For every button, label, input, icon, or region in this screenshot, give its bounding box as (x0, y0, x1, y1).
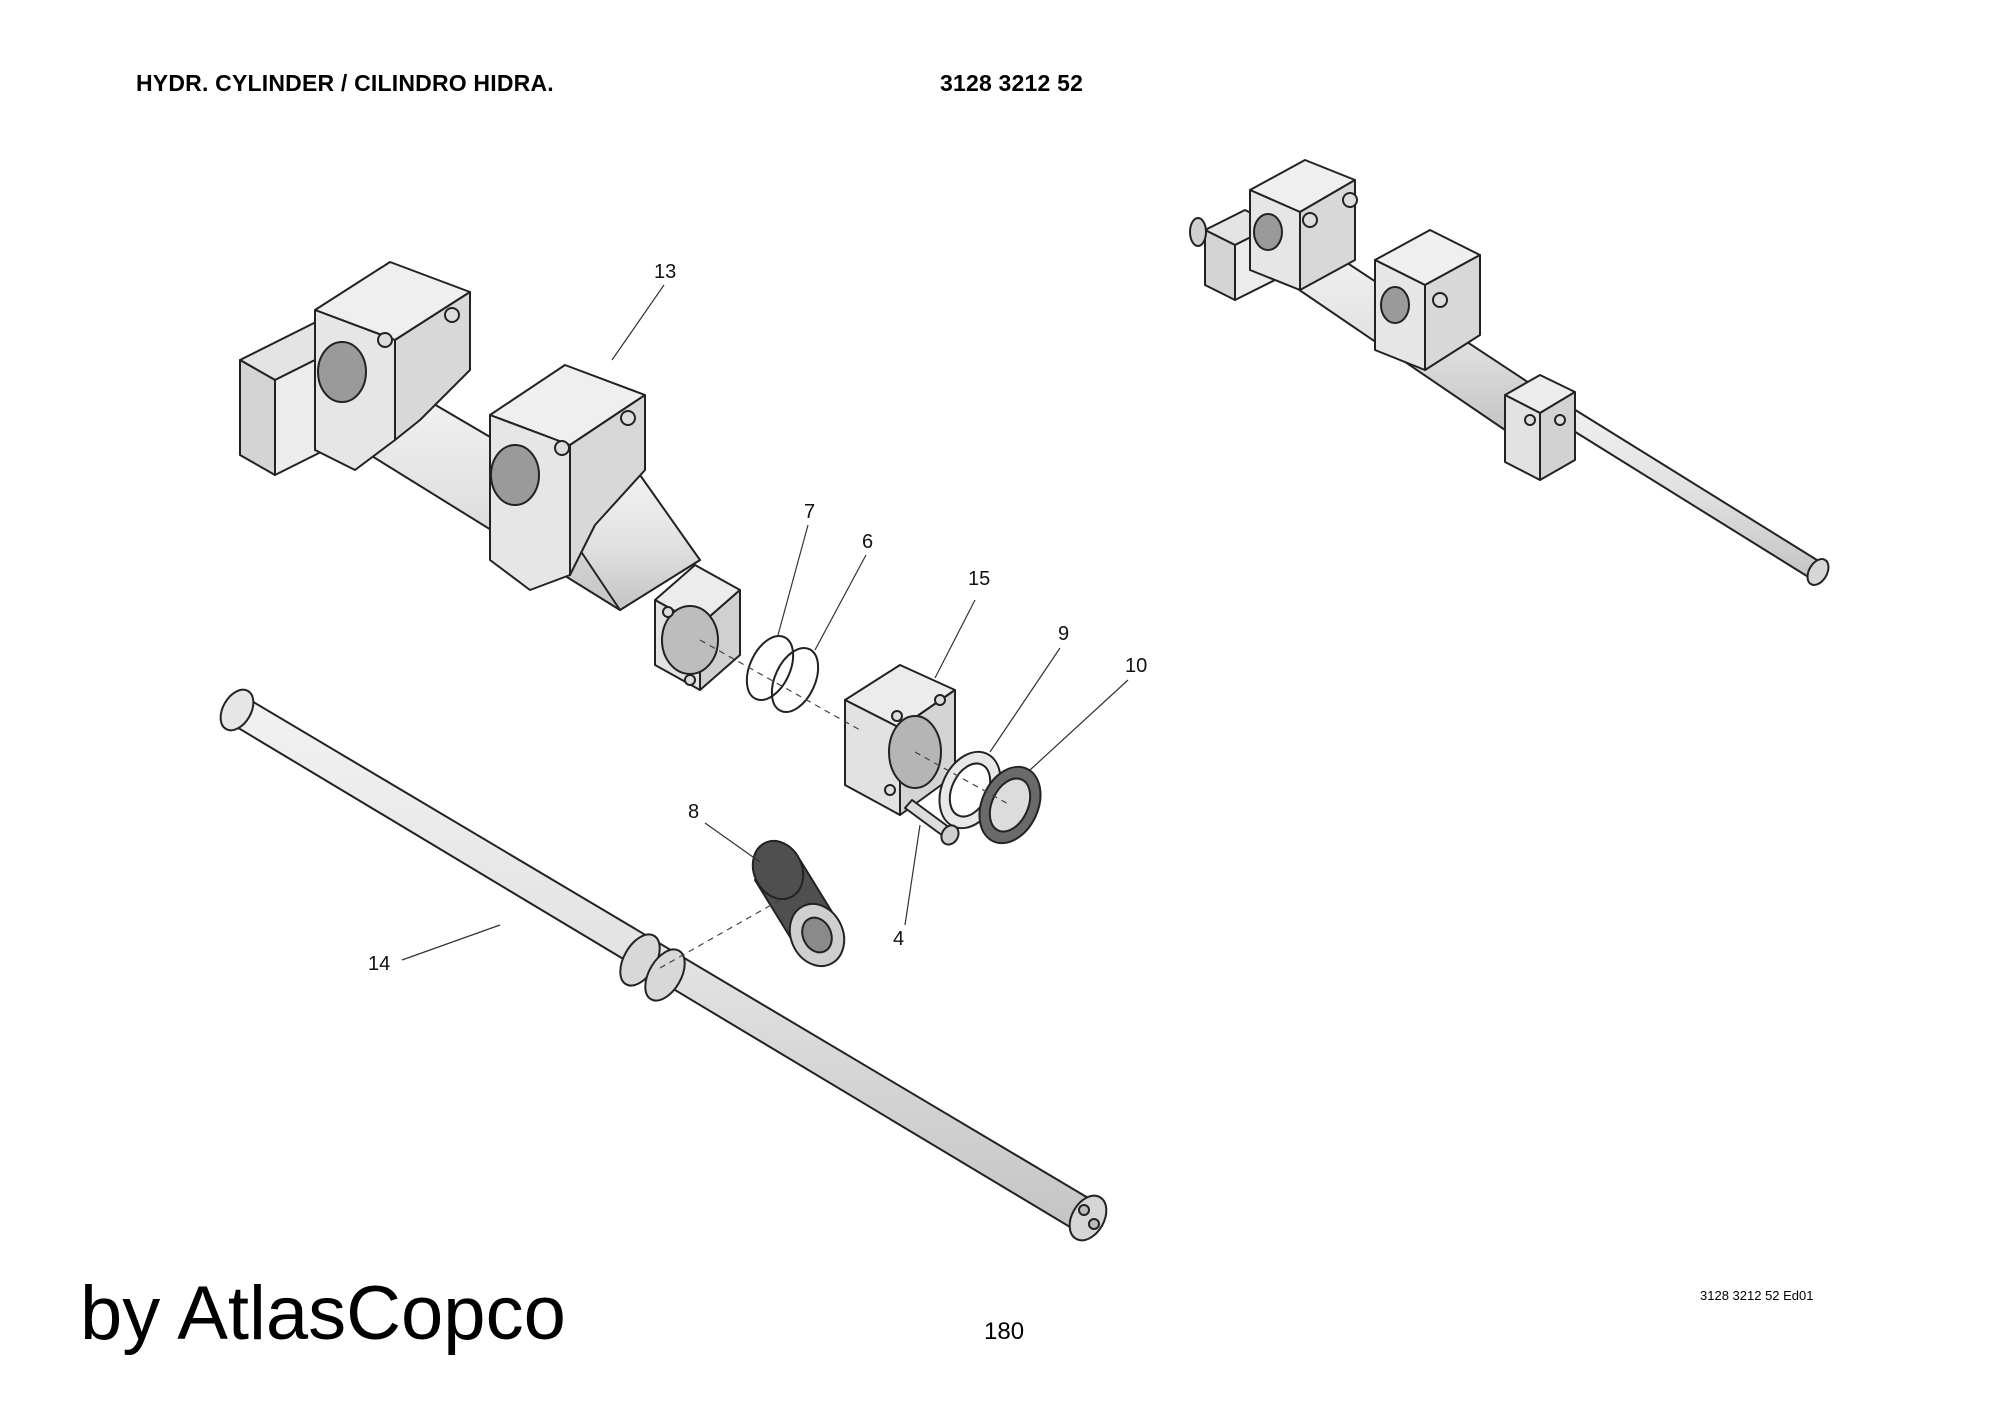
callout-10: 10 (1125, 655, 1147, 677)
o-ring-7 (745, 635, 795, 701)
page-number: 180 (984, 1318, 1025, 1345)
leader-13 (611, 284, 665, 361)
callout-15: 15 (968, 568, 990, 590)
brand-watermark: by AtlasCopco (80, 1271, 566, 1356)
callout-14: 14 (368, 953, 390, 975)
leader-14 (401, 924, 501, 961)
o-ring-6 (770, 647, 820, 713)
callout-4: 4 (893, 928, 904, 950)
leader-8 (704, 822, 761, 863)
piston-nut-8 (751, 839, 846, 968)
cylinder-head (844, 664, 956, 816)
screw-4 (904, 799, 960, 846)
leader-7 (777, 524, 809, 636)
page-title: HYDR. CYLINDER / CILINDRO HIDRA. (136, 70, 554, 96)
piston-rod-14 (219, 688, 1108, 1242)
assembled-cylinder-view (1189, 159, 1830, 586)
leader-4 (904, 824, 921, 926)
callout-13: 13 (654, 261, 676, 283)
callout-8: 8 (688, 801, 699, 823)
leader-9 (989, 647, 1061, 753)
edition-label: 3128 3212 52 Ed01 (1700, 1288, 1814, 1303)
leader-15 (934, 599, 976, 679)
leader-10 (1029, 679, 1129, 771)
leader-6 (814, 554, 867, 651)
callout-6: 6 (862, 531, 873, 553)
document-number: 3128 3212 52 (940, 70, 1084, 96)
assembly-line-2 (914, 751, 1011, 806)
callout-7: 7 (804, 501, 815, 523)
assembly-line-1 (699, 639, 861, 731)
cylinder-barrel (239, 261, 741, 691)
callout-9: 9 (1058, 623, 1069, 645)
assembly-line-3 (659, 899, 781, 969)
